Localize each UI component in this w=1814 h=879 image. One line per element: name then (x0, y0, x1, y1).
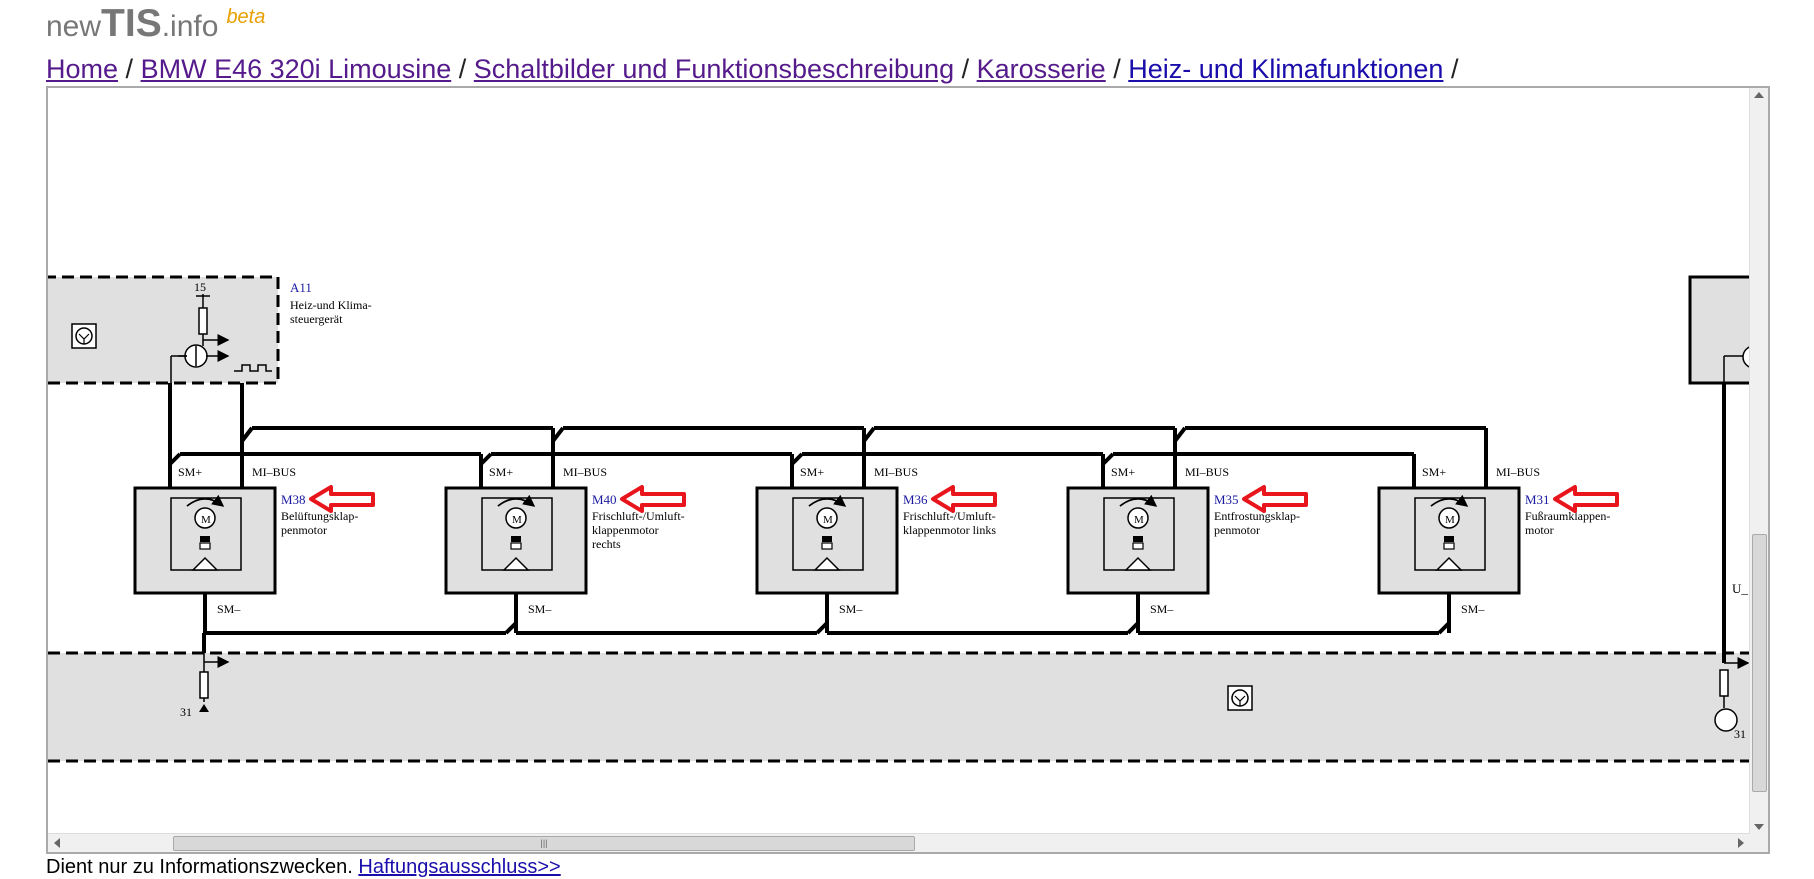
scroll-grip: ||| (540, 838, 548, 848)
partial-unit-right: U_ 31 (1688, 275, 1766, 741)
motor-symbol-label: M (1134, 514, 1144, 526)
breadcrumb-heating-climate[interactable]: Heiz- und Klimafunktionen (1128, 54, 1444, 84)
motor-description-line: Belüftungsklap- (281, 509, 358, 523)
sm-plus-label: SM+ (1111, 465, 1135, 479)
sm-minus-label: SM– (217, 602, 241, 616)
mi-bus-label: MI–BUS (1185, 465, 1229, 479)
logo-bold: TIS (101, 2, 162, 45)
mi-bus-label: MI–BUS (1496, 465, 1540, 479)
beta-badge: beta (226, 6, 266, 28)
motor-code-m31: M31 (1525, 492, 1550, 507)
horizontal-scroll-thumb[interactable]: ||| (173, 836, 915, 851)
motor-description-line: rechts (592, 537, 621, 551)
wiring-diagram: 15 A11 Heiz-und Klima- steuergerät U_ 31 (48, 275, 1766, 763)
vertical-scrollbar[interactable] (1749, 88, 1768, 834)
pointer-arrow (620, 485, 686, 513)
sm-plus-label: SM+ (489, 465, 513, 479)
breadcrumb: Home / BMW E46 320i Limousine / Schaltbi… (46, 52, 1458, 86)
scroll-down-arrow[interactable] (1754, 824, 1764, 830)
motor-description-line: motor (1525, 523, 1554, 537)
mi-bus-label: MI–BUS (563, 465, 607, 479)
motor-description-line: Frischluft-/Umluft- (903, 509, 996, 523)
breadcrumb-separator: / (458, 54, 467, 84)
breadcrumb-separator: / (961, 54, 970, 84)
motor-code-m36: M36 (903, 492, 928, 507)
controller-code: A11 (290, 280, 312, 295)
sm-plus-label: SM+ (800, 465, 824, 479)
motor-description-line: penmotor (1214, 523, 1260, 537)
scroll-left-arrow[interactable] (54, 838, 60, 848)
footer-disclaimer-text: Dient nur zu Informationszwecken. (46, 856, 353, 878)
pointer-arrow (1242, 485, 1308, 513)
mi-bus-label: MI–BUS (252, 465, 296, 479)
breadcrumb-separator: / (1113, 54, 1121, 84)
pointer-arrow (309, 485, 375, 513)
mi-bus-label: MI–BUS (874, 465, 918, 479)
sm-plus-label: SM+ (1422, 465, 1446, 479)
motor-code-m40: M40 (592, 492, 617, 507)
sm-minus-label: SM– (528, 602, 552, 616)
terminal-15-label: 15 (194, 280, 206, 294)
sm-minus-label: SM– (1461, 602, 1485, 616)
motor-description-line: klappenmotor links (903, 523, 996, 537)
breadcrumb-separator: / (125, 54, 134, 84)
logo-prefix: new (46, 10, 102, 43)
pointer-arrow (931, 485, 997, 513)
breadcrumb-separator: / (1450, 54, 1459, 84)
controller-name-line2: steuergerät (290, 312, 343, 326)
breadcrumb-body[interactable]: Karosserie (976, 54, 1106, 84)
motor-description-line: penmotor (281, 523, 327, 537)
motor-code-m35: M35 (1214, 492, 1239, 507)
motor-description-line: Frischluft-/Umluft- (592, 509, 685, 523)
motor-code-m38: M38 (281, 492, 306, 507)
ground-symbol-center (1227, 685, 1253, 711)
motor-description-line: klappenmotor (592, 523, 659, 537)
voltage-label-right: U_ (1732, 581, 1748, 596)
sm-minus-label: SM– (839, 602, 863, 616)
motor-symbol-label: M (512, 514, 522, 526)
controller-name-line1: Heiz-und Klima- (290, 298, 372, 312)
scroll-up-arrow[interactable] (1754, 92, 1764, 98)
terminal-31-right-label: 31 (1734, 727, 1746, 741)
breadcrumb-vehicle[interactable]: BMW E46 320i Limousine (140, 54, 452, 84)
sm-minus-label: SM– (1150, 602, 1174, 616)
sm-plus-label: SM+ (178, 465, 202, 479)
ground-terminal: 31 (180, 648, 230, 719)
breadcrumb-wiring-diagrams[interactable]: Schaltbilder und Funktionsbeschreibung (473, 54, 955, 84)
motor-description-line: Entfrostungsklap- (1214, 509, 1300, 523)
motor-symbol-label: M (201, 514, 211, 526)
motor-symbol-label: M (823, 514, 833, 526)
motor-description-line: Fußraumklappen- (1525, 509, 1610, 523)
terminal-31-label: 31 (180, 705, 192, 719)
disclaimer-link[interactable]: Haftungsausschluss>> (358, 856, 561, 878)
controller-a11: 15 A11 Heiz-und Klima- steuergerät (48, 275, 372, 385)
diagram-viewer[interactable]: 15 A11 Heiz-und Klima- steuergerät U_ 31 (46, 86, 1770, 854)
scroll-right-arrow[interactable] (1738, 838, 1744, 848)
scrollbar-corner (1750, 834, 1768, 852)
site-logo[interactable]: newTIS.info beta (46, 4, 265, 50)
motor-unit-m36: M SM+ MI–BUS SM– M36Frischluft-/Umluft-klapp… (755, 426, 1177, 635)
footer: Dient nur zu Informationszwecken. Haftun… (46, 856, 561, 878)
pointer-arrow (1553, 485, 1619, 513)
horizontal-scrollbar[interactable]: ||| (48, 833, 1750, 852)
breadcrumb-home[interactable]: Home (46, 54, 119, 84)
motor-unit-m35: M SM+ MI–BUS SM– M35Entfrostungsklap-penmoto… (1066, 426, 1488, 635)
vertical-scroll-thumb[interactable] (1752, 534, 1767, 792)
logo-suffix: .info (161, 10, 219, 43)
motor-unit-m40: M SM+ MI–BUS SM– M40Frischluft-/Umluft-klapp… (444, 426, 866, 635)
motor-symbol-label: M (1445, 514, 1455, 526)
